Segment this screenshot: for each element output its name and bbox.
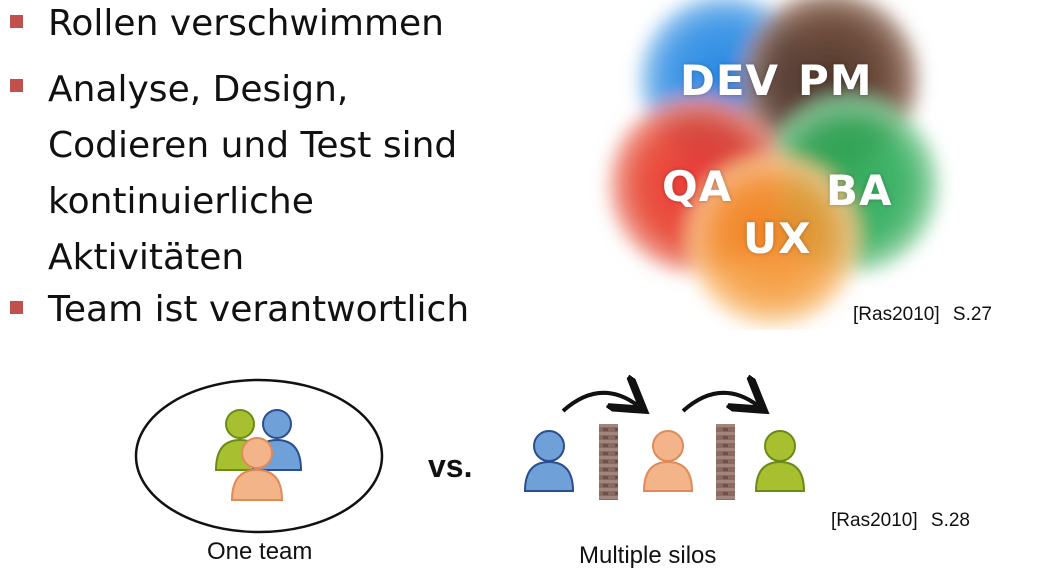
multiple-silos-caption: Multiple silos — [579, 542, 717, 569]
ba-label: BA — [826, 166, 893, 215]
silo-wall-1 — [599, 424, 618, 500]
bullet-item-team-responsible: Team ist verantwortlich — [8, 284, 568, 336]
citation-bottom: [Ras2010] S.28 — [831, 510, 970, 531]
silo-person-green-icon — [754, 430, 806, 492]
ux-circle — [688, 155, 858, 325]
bullet-marker — [10, 301, 23, 314]
bullet-text-line: Aktivitäten — [48, 237, 245, 278]
bullet-marker — [10, 79, 23, 92]
pm-label: PM — [798, 56, 873, 105]
bullet-text-line: Codieren und Test sind — [48, 125, 458, 166]
bullet-text: Team ist verantwortlich — [48, 289, 470, 330]
team-group-icon — [214, 409, 303, 501]
overlapping-roles-figure: DEV PM QA BA UX — [590, 0, 960, 330]
handoff-arrow-2 — [681, 393, 757, 411]
bullet-marker — [10, 15, 23, 28]
role-circles — [610, 0, 938, 325]
ux-label: UX — [743, 214, 812, 263]
dev-label: DEV — [680, 56, 780, 105]
bullet-item-continuous-activities: Analyse, Design, Codieren und Test sind … — [8, 62, 568, 286]
person-orange-icon — [230, 437, 284, 501]
one-team-ellipse — [134, 378, 384, 534]
vs-label: vs. — [428, 448, 473, 484]
handoff-arrow-1 — [561, 393, 637, 411]
bullet-text: Rollen verschwimmen — [48, 3, 444, 44]
silo-person-blue-icon — [523, 430, 575, 492]
qa-label: QA — [662, 162, 733, 211]
bullet-item-roles-blur: Rollen verschwimmen — [8, 0, 568, 50]
bullet-text-line: Analyse, Design, — [48, 69, 349, 110]
silo-wall-2 — [716, 424, 735, 500]
bullet-text-line: kontinuierliche — [48, 181, 314, 222]
one-team-caption: One team — [207, 538, 313, 565]
citation-top: [Ras2010] S.27 — [853, 304, 992, 325]
silo-person-orange-icon — [642, 430, 694, 492]
